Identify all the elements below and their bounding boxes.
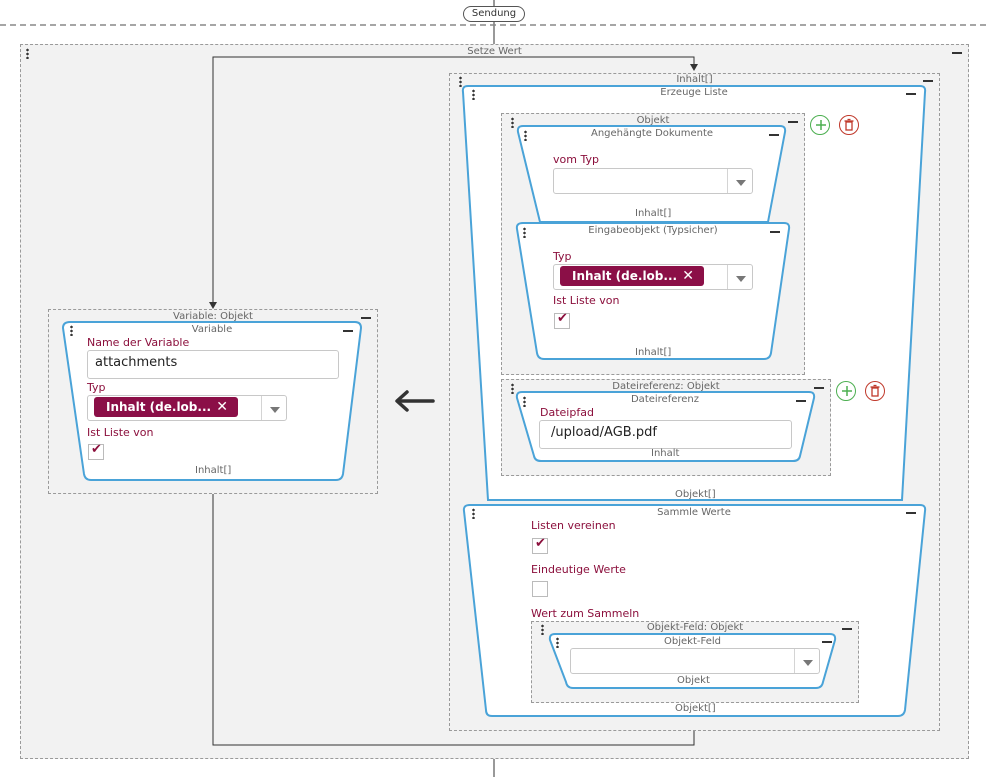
collapse-icon[interactable] xyxy=(814,387,824,389)
wert-zum-sammeln-label: Wert zum Sammeln xyxy=(531,607,640,620)
sammle-werte-block[interactable]: Sammle Werte Listen vereinen Eindeutige … xyxy=(463,505,925,715)
objekt-list-footer: Objekt[] xyxy=(675,703,716,714)
sendung-node[interactable]: Sendung xyxy=(463,6,525,22)
collapse-icon[interactable] xyxy=(769,134,779,136)
dateireferenz-block[interactable]: Dateireferenz Dateipfad /upload/AGB.pdf … xyxy=(516,392,814,461)
collapse-icon[interactable] xyxy=(906,93,916,95)
inhalt-list-title: Inhalt[] xyxy=(676,74,713,85)
ist-liste-von-label: Ist Liste von xyxy=(553,294,620,307)
erzeuge-liste-header: Erzeuge Liste xyxy=(463,86,925,100)
close-icon[interactable]: ✕ xyxy=(216,399,228,415)
variable-objekt-title: Variable: Objekt xyxy=(173,311,253,322)
listen-vereinen-label: Listen vereinen xyxy=(531,519,616,532)
sendung-label: Sendung xyxy=(471,8,517,19)
inhalt-list-footer: Inhalt[] xyxy=(195,465,232,476)
name-der-variable-label: Name der Variable xyxy=(87,336,190,349)
collapse-icon[interactable] xyxy=(343,330,353,332)
drag-handle-icon[interactable] xyxy=(511,383,514,394)
typ-select[interactable]: Inhalt (de.lob... ✕ xyxy=(87,395,287,421)
chevron-down-icon[interactable] xyxy=(727,265,752,289)
drag-handle-icon[interactable] xyxy=(472,89,475,100)
chevron-down-icon[interactable] xyxy=(727,169,752,193)
drag-handle-icon[interactable] xyxy=(524,130,527,141)
objekt-feld-title: Objekt-Feld xyxy=(664,636,721,647)
arrow-left-icon xyxy=(392,388,436,414)
objekt-footer: Objekt xyxy=(677,675,710,686)
dateipfad-value: /upload/AGB.pdf xyxy=(551,425,657,440)
drag-handle-icon[interactable] xyxy=(459,76,462,87)
collapse-icon[interactable] xyxy=(788,121,798,123)
dateireferenz-title: Dateireferenz xyxy=(630,394,700,405)
listen-vereinen-checkbox[interactable] xyxy=(532,536,548,554)
angehaengte-dokumente-title: Angehängte Dokumente xyxy=(590,128,714,139)
trash-icon[interactable] xyxy=(839,115,859,135)
variable-name-value: attachments xyxy=(95,355,178,370)
dateipfad-input[interactable]: /upload/AGB.pdf xyxy=(539,420,792,449)
chevron-down-icon[interactable] xyxy=(794,649,819,673)
collapse-icon[interactable] xyxy=(952,52,962,54)
plus-circle-icon[interactable] xyxy=(810,115,830,135)
drag-handle-icon[interactable] xyxy=(26,48,29,59)
objekt-feld-block[interactable]: Objekt-Feld Objekt xyxy=(549,634,836,688)
drag-handle-icon[interactable] xyxy=(541,624,544,635)
drag-handle-icon[interactable] xyxy=(523,227,526,238)
vom-typ-select[interactable] xyxy=(553,168,753,194)
sammle-werte-title: Sammle Werte xyxy=(657,507,731,518)
inhalt-list-footer: Inhalt[] xyxy=(635,347,672,358)
type-tag-label: Inhalt (de.lob... xyxy=(106,400,212,414)
trash-icon[interactable] xyxy=(865,381,885,401)
collapse-icon[interactable] xyxy=(822,641,832,643)
ist-liste-von-label: Ist Liste von xyxy=(87,426,154,439)
close-icon[interactable]: ✕ xyxy=(682,268,694,284)
type-tag-label: Inhalt (de.lob... xyxy=(572,269,678,283)
eingabeobjekt-block[interactable]: Eingabeobjekt (Typsicher) Typ Inhalt (de… xyxy=(516,223,790,359)
collapse-icon[interactable] xyxy=(842,628,852,630)
collapse-icon[interactable] xyxy=(906,512,916,514)
typ-label: Typ xyxy=(553,250,572,263)
setze-wert-title: Setze Wert xyxy=(467,46,522,57)
variable-title: Variable xyxy=(191,324,233,335)
objekt-title: Objekt xyxy=(636,115,670,126)
dateipfad-label: Dateipfad xyxy=(540,406,594,419)
eindeutige-werte-label: Eindeutige Werte xyxy=(531,563,626,576)
collapse-icon[interactable] xyxy=(361,317,371,319)
objekt-list-footer: Objekt[] xyxy=(675,489,716,500)
objekt-feld-objekt-title: Objekt-Feld: Objekt xyxy=(646,622,744,633)
drag-handle-icon[interactable] xyxy=(472,508,475,519)
ist-liste-von-checkbox[interactable] xyxy=(88,442,104,460)
typ-select[interactable]: Inhalt (de.lob... ✕ xyxy=(553,264,753,290)
objekt-feld-select[interactable] xyxy=(570,648,820,674)
ist-liste-von-checkbox[interactable] xyxy=(554,311,570,329)
drag-handle-icon[interactable] xyxy=(511,117,514,128)
drag-handle-icon[interactable] xyxy=(523,396,526,407)
drag-handle-icon[interactable] xyxy=(556,637,559,648)
eindeutige-werte-checkbox[interactable] xyxy=(532,581,548,597)
collapse-icon[interactable] xyxy=(796,400,806,402)
dateireferenz-objekt-title: Dateireferenz: Objekt xyxy=(612,381,720,392)
plus-circle-icon[interactable] xyxy=(836,381,856,401)
type-tag: Inhalt (de.lob... ✕ xyxy=(94,397,238,417)
collapse-icon[interactable] xyxy=(923,80,933,82)
erzeuge-liste-title: Erzeuge Liste xyxy=(660,87,728,98)
angehaengte-dokumente-block[interactable]: Angehängte Dokumente vom Typ Inhalt[] xyxy=(517,126,787,222)
variable-block[interactable]: Variable Name der Variable attachments T… xyxy=(63,322,361,480)
collapse-icon[interactable] xyxy=(770,231,780,233)
inhalt-footer: Inhalt xyxy=(651,448,680,459)
variable-name-input[interactable]: attachments xyxy=(87,350,339,379)
eingabeobjekt-title: Eingabeobjekt (Typsicher) xyxy=(588,225,718,236)
type-tag: Inhalt (de.lob... ✕ xyxy=(560,266,704,286)
typ-label: Typ xyxy=(87,381,106,394)
chevron-down-icon[interactable] xyxy=(261,396,286,420)
vom-typ-label: vom Typ xyxy=(553,153,599,166)
drag-handle-icon[interactable] xyxy=(70,325,73,336)
inhalt-list-footer: Inhalt[] xyxy=(635,208,672,219)
